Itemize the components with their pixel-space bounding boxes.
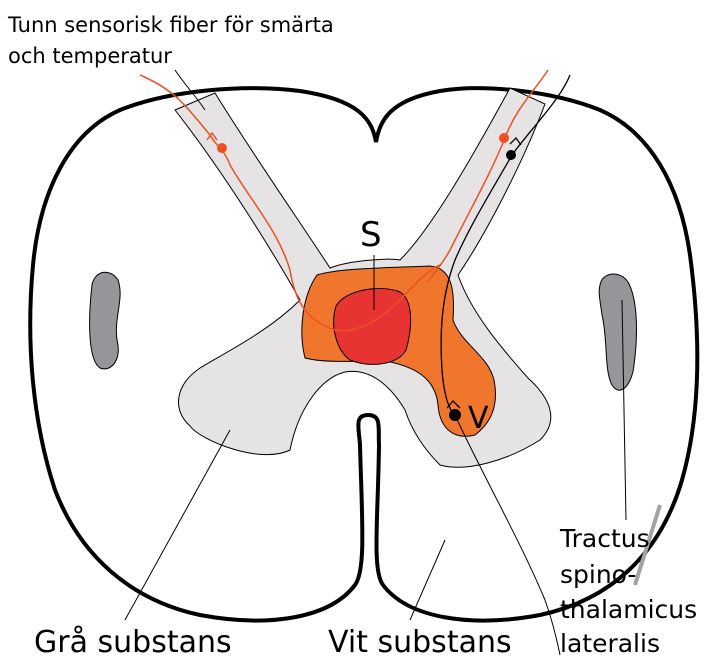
tract-label-line2: spino-: [560, 560, 636, 589]
left-fiber-node: [217, 143, 227, 153]
white-matter-label: Vit substans: [328, 625, 512, 660]
tract-label-line4: lateralis: [560, 629, 660, 658]
s-label: S: [360, 215, 382, 255]
tract-label-line1: Tractus: [559, 524, 650, 553]
central-nucleus: [334, 288, 411, 364]
gray-matter-label: Grå substans: [34, 625, 232, 660]
fiber-label-line2: och temperatur: [8, 44, 172, 68]
right-fiber-node: [499, 133, 509, 143]
tract-label-line3: thalamicus: [560, 595, 697, 624]
lateral-tract-left: [90, 272, 121, 369]
fiber-label-line1: Tunn sensorisk fiber för smärta: [7, 13, 334, 37]
right-black-node: [506, 150, 516, 160]
v-label: V: [468, 401, 489, 436]
